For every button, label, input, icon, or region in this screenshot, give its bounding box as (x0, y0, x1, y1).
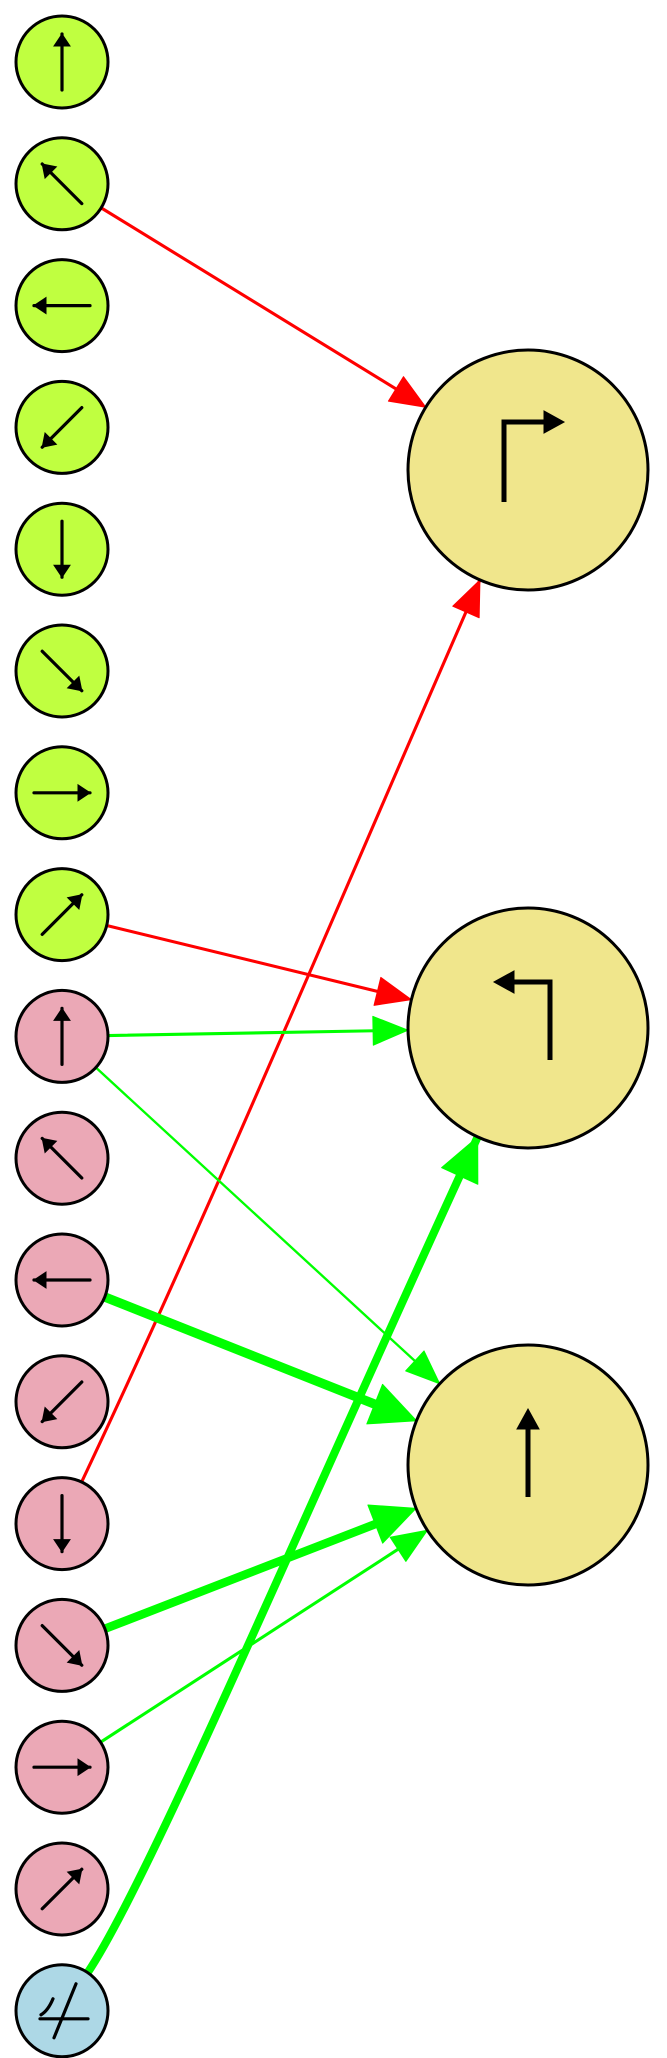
arrow-left-icon (32, 296, 92, 315)
straight-up-icon (516, 1407, 540, 1497)
arrow-down-icon (53, 1493, 71, 1554)
arrow-down-right-icon (40, 649, 84, 693)
input-node-p7 (14, 1841, 110, 1937)
input-node-p4 (14, 1476, 110, 1572)
edge-line (100, 1519, 382, 1634)
edge-arrowhead (387, 376, 427, 408)
output-node-o1 (406, 906, 650, 1150)
edge-arrowhead (372, 1015, 409, 1046)
edge-line (80, 578, 482, 1484)
edge-arrowhead (441, 1136, 479, 1185)
arrow-up-right-icon (40, 893, 84, 936)
edge-p5-o2 (100, 1504, 417, 1634)
arrow-up-left-icon (40, 162, 84, 206)
edge-p4-o0 (80, 578, 482, 1484)
edge-p6-o2 (99, 1529, 428, 1744)
arrow-down-icon (53, 519, 71, 579)
nodes-layer (14, 14, 650, 2058)
arrow-down-right-icon (40, 1624, 84, 1667)
input-node-p1 (14, 1110, 110, 1206)
arrow-up-icon (53, 32, 71, 92)
edge-p0-o2 (94, 1066, 441, 1385)
edge-line (100, 1292, 382, 1410)
arrow-down-left-icon (40, 406, 84, 449)
edge-p0-o1 (106, 1015, 409, 1046)
input-node-g2 (14, 258, 110, 354)
edge-arrowhead (452, 579, 481, 619)
edge-g7-o1 (105, 923, 412, 1006)
input-node-g6 (14, 745, 110, 841)
arrow-right-icon (32, 783, 92, 802)
edge-line (105, 923, 381, 994)
input-node-g5 (14, 623, 110, 719)
output-node-o2 (406, 1343, 650, 1587)
input-node-p3 (14, 1354, 110, 1450)
edge-arrowhead (367, 1504, 417, 1544)
arrow-up-left-icon (40, 1136, 84, 1180)
input-node-p6 (14, 1719, 110, 1815)
arrow-down-left-icon (40, 1380, 84, 1424)
input-node-g7 (14, 867, 110, 963)
turn-left-icon (492, 970, 553, 1060)
edge-b0-o1 (83, 1132, 482, 1977)
input-node-g0 (14, 14, 110, 110)
input-node-p2 (14, 1232, 110, 1328)
edge-line (99, 206, 400, 392)
input-node-g1 (14, 136, 110, 232)
input-node-p0 (14, 988, 110, 1084)
edge-arrowhead (373, 976, 412, 1006)
input-node-g4 (14, 501, 110, 597)
edge-arrowhead (366, 1383, 417, 1425)
edge-line (106, 1029, 377, 1038)
turn-right-icon (501, 410, 566, 502)
edge-line (94, 1066, 418, 1364)
angle-icon (38, 1982, 90, 2040)
edge-p2-o2 (100, 1292, 417, 1425)
input-node-p5 (14, 1597, 110, 1693)
arrow-left-icon (32, 1271, 92, 1289)
edge-line (83, 1132, 482, 1977)
arrow-right-icon (32, 1758, 92, 1777)
output-node-o0 (406, 348, 650, 592)
input-node-g3 (14, 379, 110, 475)
arrow-up-right-icon (40, 1867, 84, 1911)
edges-layer (80, 206, 482, 1977)
input-node-b0 (14, 1963, 110, 2058)
arrow-up-icon (53, 1006, 71, 1067)
edge-g1-o0 (99, 206, 427, 408)
edge-arrowhead (405, 1350, 441, 1385)
edge-arrowhead (389, 1529, 428, 1562)
edge-line (99, 1546, 402, 1744)
